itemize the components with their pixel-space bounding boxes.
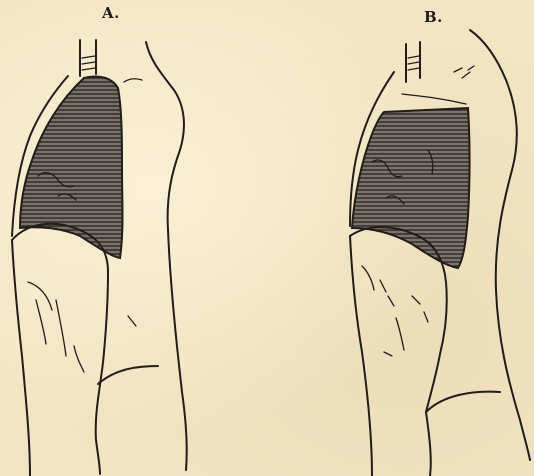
figure-a-lung: [20, 76, 123, 258]
figure-b: [350, 30, 530, 476]
figure-a: [12, 40, 187, 476]
figure-b-back-outline: [470, 30, 530, 460]
figure-a-arm: [12, 224, 108, 474]
figure-a-back-outline: [146, 42, 187, 470]
figure-b-lung: [352, 108, 470, 268]
